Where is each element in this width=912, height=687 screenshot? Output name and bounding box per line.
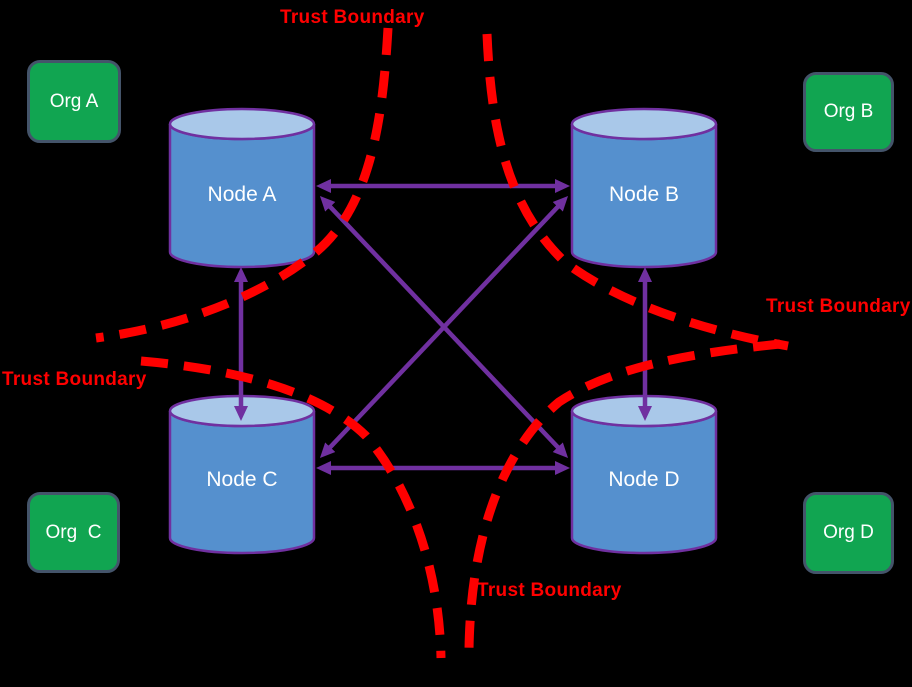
trust-boundary-curve-lower-left: [140, 356, 446, 659]
trust-boundary-label-top: Trust Boundary: [280, 7, 425, 28]
org-c-label: Org C: [45, 521, 102, 543]
org-a-label: Org A: [49, 90, 99, 112]
trust-boundary-curve-lower-right: [464, 339, 781, 651]
org-d-label: Org D: [823, 522, 874, 543]
node-c-label: Node C: [206, 468, 278, 491]
node-d-cylinder: [570, 394, 718, 555]
org-d-box: Org D: [803, 492, 894, 574]
node-d-label: Node D: [608, 468, 680, 491]
node-a-label: Node A: [207, 183, 277, 206]
trust-boundary-label-bottom: Trust Boundary: [477, 580, 622, 601]
node-b-label: Node B: [608, 183, 680, 206]
trust-boundary-layer: [95, 27, 789, 659]
org-c-box: Org C: [27, 492, 120, 573]
org-a-box: Org A: [27, 60, 121, 143]
connections-layer: [234, 179, 652, 475]
node-a-cylinder-top: [168, 107, 316, 141]
node-a-cylinder: [168, 107, 316, 269]
trust-boundary-label-left: Trust Boundary: [2, 369, 147, 390]
node-b-cylinder-top: [570, 107, 718, 141]
node-c-cylinder: [168, 394, 316, 555]
trust-boundary-curve-upper-left: [95, 27, 393, 343]
arrow-node-b-node-c: [319, 195, 569, 459]
trust-boundary-curve-upper-right: [482, 33, 789, 351]
org-b-box: Org B: [803, 72, 894, 152]
org-b-label: Org B: [823, 101, 874, 122]
nodes-layer: [168, 107, 718, 555]
node-b-cylinder: [570, 107, 718, 269]
trust-boundary-label-right: Trust Boundary: [766, 296, 911, 317]
